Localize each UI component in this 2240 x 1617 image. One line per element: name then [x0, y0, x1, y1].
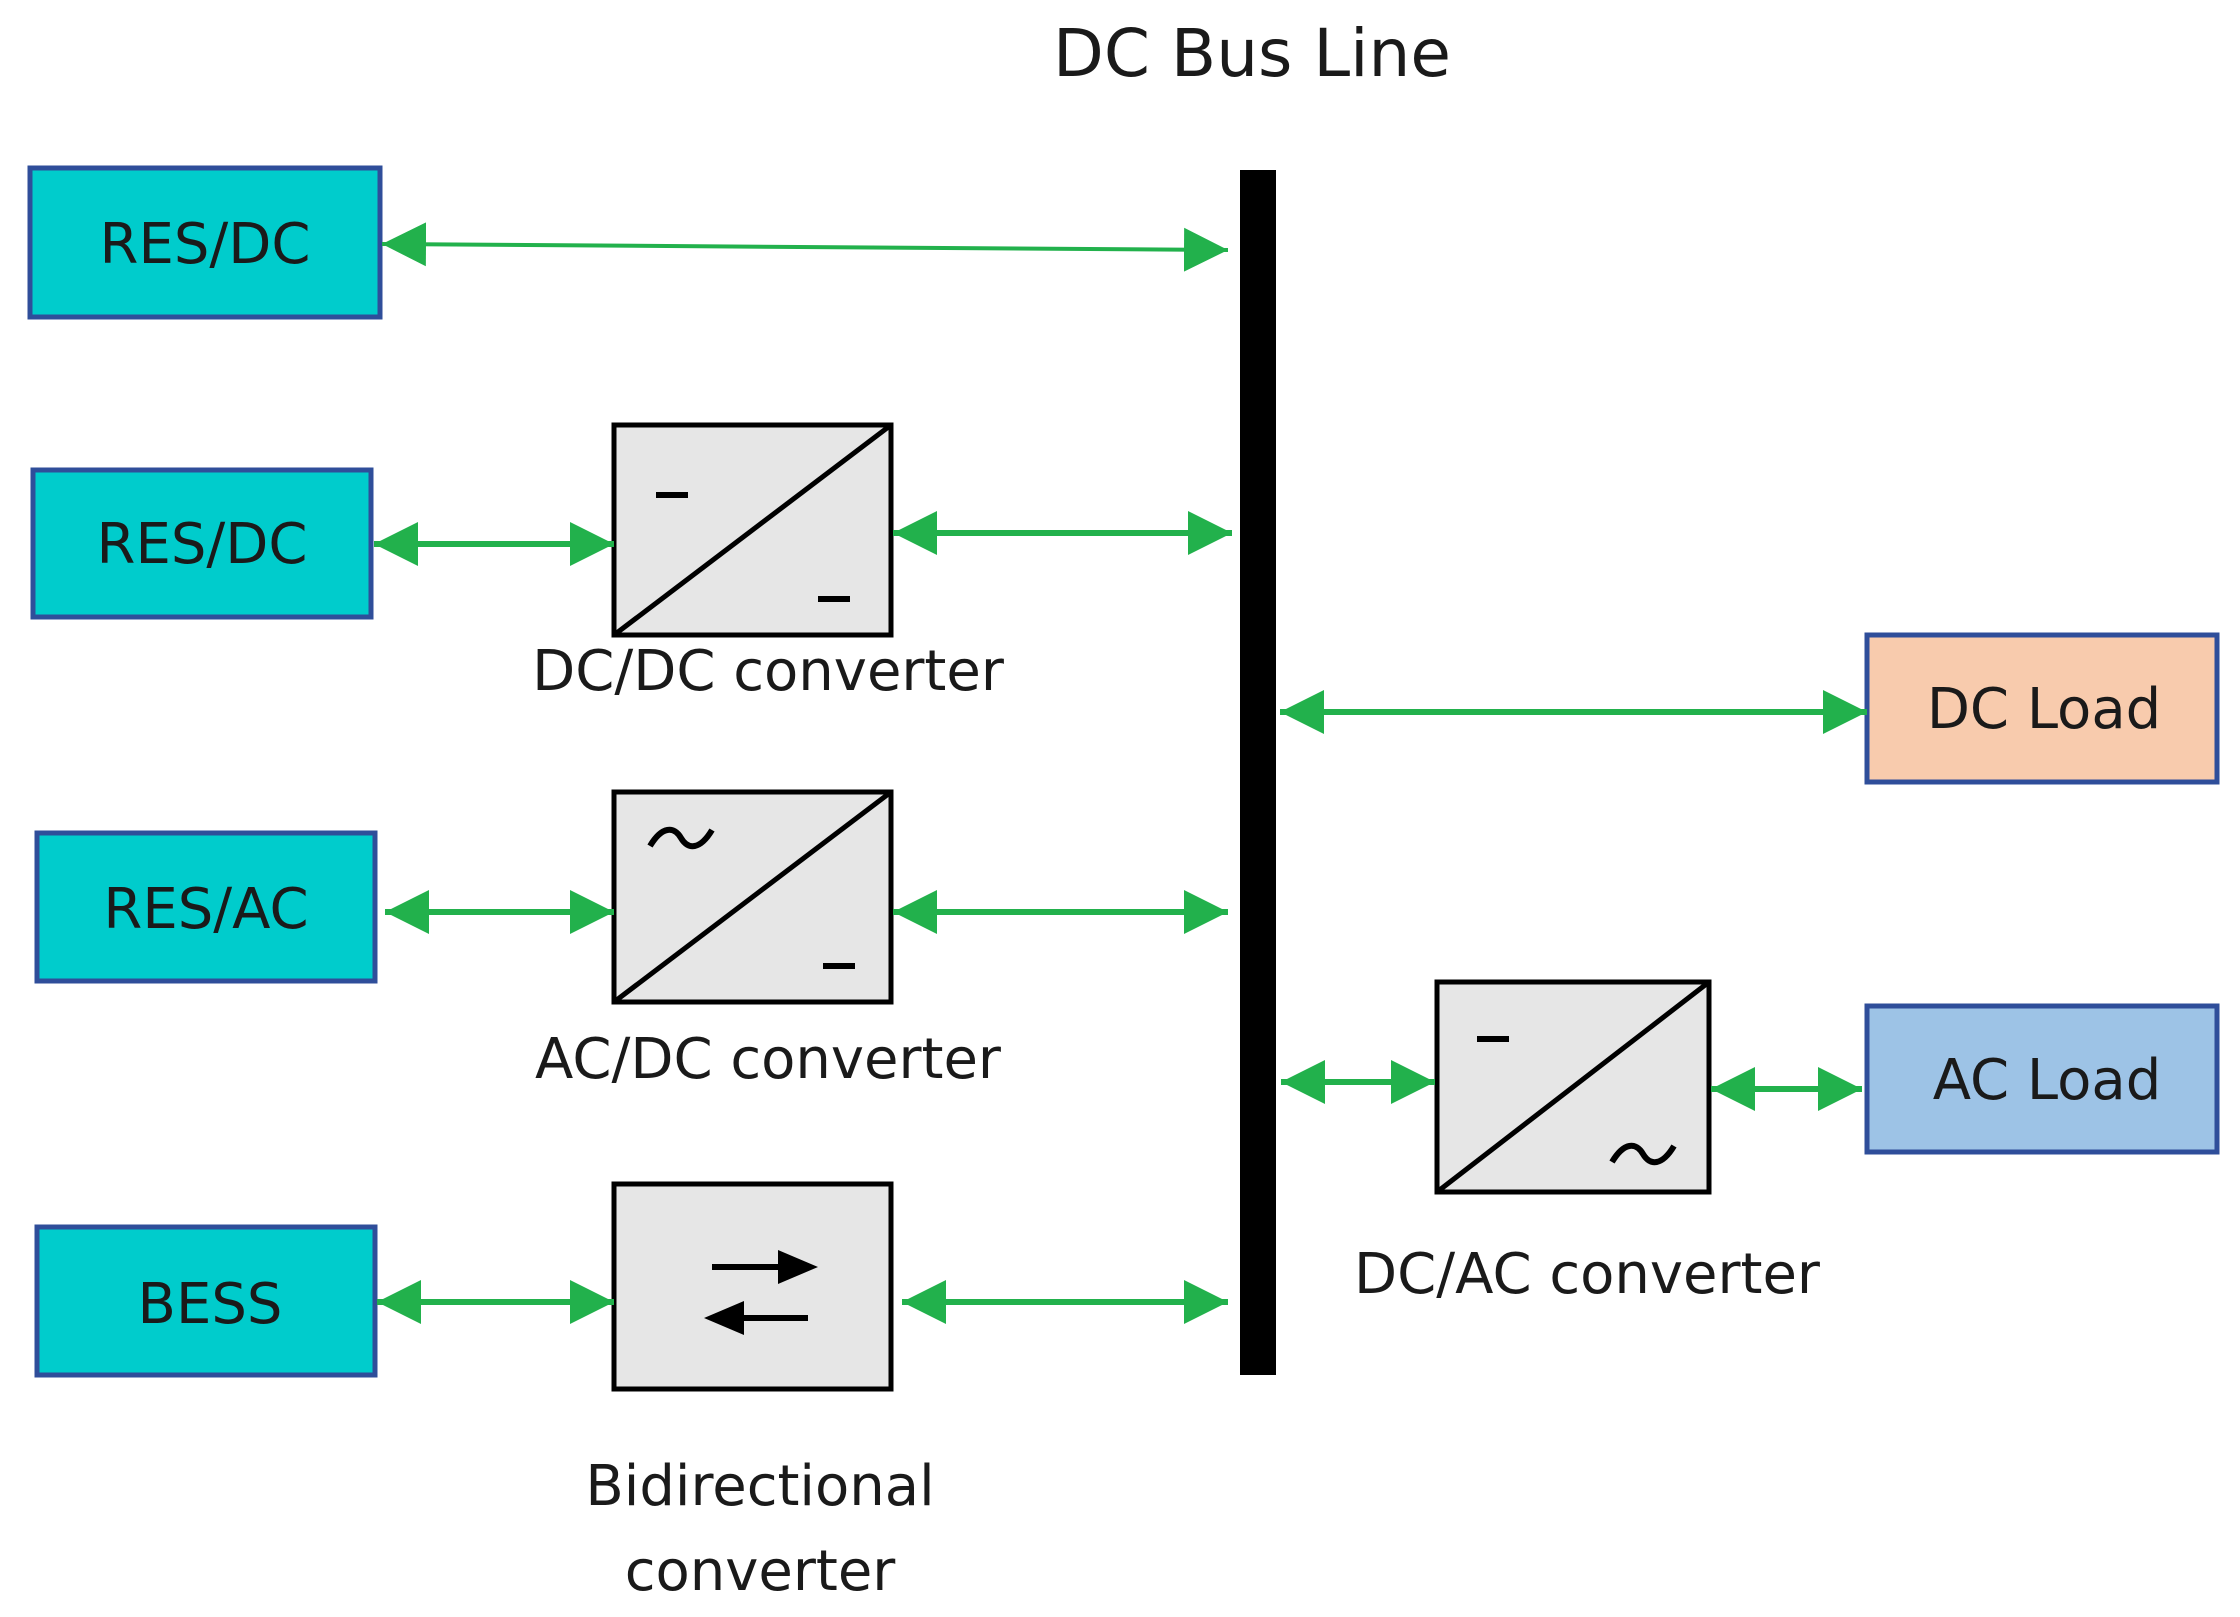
- source-box-res-ac: RES/AC: [34, 830, 378, 984]
- source-label: RES/DC: [100, 212, 311, 277]
- load-label: DC Load: [1927, 677, 2161, 742]
- converter-label: AC/DC converter: [535, 1027, 1002, 1092]
- source-label: RES/AC: [103, 877, 308, 942]
- converter-ac-dc: AC/DC converter: [535, 789, 1002, 1092]
- dc-symbol: [823, 963, 855, 969]
- load-label: AC Load: [1933, 1048, 2162, 1113]
- connector-arrow: [381, 222, 1229, 272]
- bidirectional-arrows-icon: [704, 1250, 818, 1335]
- load-box-ac: AC Load: [1864, 1003, 2220, 1155]
- ac-symbol: [1609, 1142, 1677, 1166]
- dc-symbol: [818, 596, 850, 602]
- dc-symbol: [656, 492, 688, 498]
- dc-bus-bar: [1240, 170, 1276, 1375]
- source-box-res-dc-1: RES/DC: [27, 165, 383, 320]
- source-box-bess: BESS: [34, 1224, 378, 1378]
- diagram-title: DC Bus Line: [1053, 15, 1451, 92]
- load-box-dc: DC Load: [1864, 632, 2220, 785]
- converter-dc-dc: DC/DC converter: [532, 422, 1005, 704]
- converter-label-line2: converter: [625, 1539, 897, 1604]
- converter-bidirectional: Bidirectional converter: [585, 1181, 935, 1604]
- source-label: RES/DC: [97, 512, 308, 577]
- source-label: BESS: [138, 1272, 283, 1337]
- source-box-res-dc-2: RES/DC: [30, 467, 374, 620]
- dc-symbol: [1477, 1036, 1509, 1042]
- converter-label: DC/AC converter: [1354, 1242, 1821, 1307]
- converter-label-line1: Bidirectional: [585, 1454, 934, 1519]
- converter-dc-ac: DC/AC converter: [1354, 979, 1821, 1307]
- converter-label: DC/DC converter: [532, 639, 1005, 704]
- ac-symbol: [647, 826, 715, 850]
